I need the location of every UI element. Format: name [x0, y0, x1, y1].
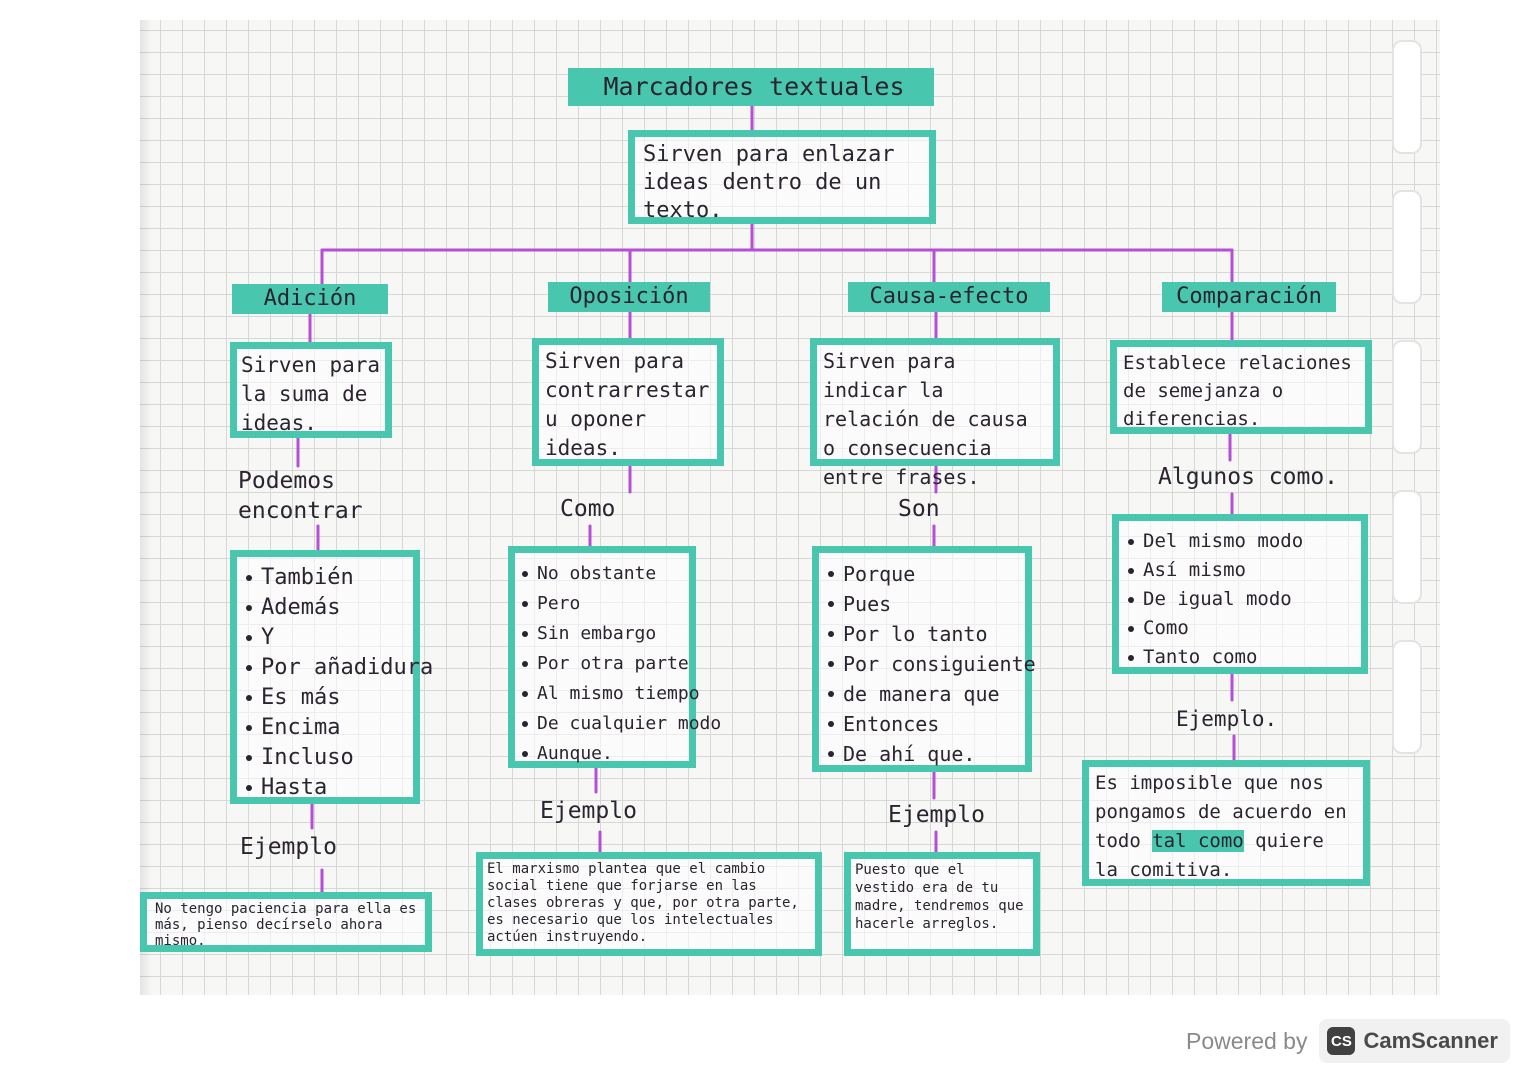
description-box-adicion: Sirven para la suma de ideas. [230, 342, 392, 438]
list-item: Por lo tanto [825, 619, 1019, 649]
connector-adicion: Podemos encontrar [238, 466, 388, 526]
connector-causa-efecto: Son [898, 494, 940, 524]
list-item: Encima [243, 713, 407, 743]
connector-oposicion: Como [560, 494, 615, 524]
scanner-watermark: Powered by CS CamScanner [1186, 1018, 1510, 1064]
description-text: Sirven para contrarrestar u oponer ideas… [545, 349, 710, 460]
list-item: Así mismo [1125, 556, 1355, 585]
binder-holes [1392, 40, 1422, 760]
list-item: Por consiguiente [825, 649, 1036, 679]
list-item: Pero [519, 589, 685, 619]
description-box-causa-efecto: Sirven para indicar la relación de causa… [810, 338, 1060, 489]
example-box-oposicion: El marxismo plantea que el cambio social… [476, 852, 822, 956]
example-text: El marxismo plantea que el cambio social… [487, 861, 799, 945]
example-box-adicion: No tengo paciencia para ella es más, pie… [140, 892, 432, 952]
description-box-comparacion: Establece relaciones de semejanza o dife… [1110, 340, 1372, 434]
connector-text: Son [898, 496, 940, 522]
binder-hole [1392, 40, 1422, 154]
list-item: Del mismo modo [1125, 527, 1355, 556]
list-item: Sin embargo [519, 619, 685, 649]
list-item: Pues [825, 589, 1019, 619]
powered-by-text: Powered by [1186, 1027, 1308, 1054]
connector-comparacion: Algunos como. [1158, 462, 1338, 492]
page-shadow [140, 20, 152, 995]
example-text: Es imposible que nos pongamos de acuerdo… [1095, 769, 1357, 885]
example-label-text: Ejemplo [540, 798, 637, 824]
list-item: Como [1125, 614, 1355, 643]
list-item: No obstante [519, 559, 685, 589]
list-item: De cualquier modo [519, 709, 721, 739]
list-item: También [243, 563, 407, 593]
connector-text: Podemos encontrar [238, 468, 363, 524]
list-item: Además [243, 593, 407, 623]
example-text-part: Es imposible que nos pongamos de acuerdo… [1095, 772, 1347, 852]
list-item: Porque [825, 559, 1019, 589]
example-label-text: Ejemplo. [1176, 707, 1278, 731]
example-label-text: Ejemplo [888, 802, 985, 828]
list-item: Al mismo tiempo [519, 679, 700, 709]
diagram-title: Marcadores textuales [568, 68, 934, 106]
connector-text: Algunos como. [1158, 464, 1339, 490]
list-item: Y [243, 623, 407, 653]
category-label-comparacion: Comparación [1162, 282, 1336, 312]
example-label-text: Ejemplo [240, 834, 337, 860]
list-item: De ahí que. [825, 739, 1019, 769]
binder-hole [1392, 190, 1422, 304]
category-name: Oposición [569, 284, 689, 309]
description-text: Sirven para indicar la relación de causa… [823, 349, 1028, 489]
example-label-adicion: Ejemplo [240, 832, 337, 862]
description-text: Establece relaciones de semejanza o dife… [1123, 352, 1352, 430]
list-item: Entonces [825, 709, 1019, 739]
example-box-causa-efecto: Puesto que el vestido era de tu madre, t… [844, 852, 1040, 956]
example-text-part: quiere la comitiva. [1095, 830, 1324, 881]
list-item: Es más [243, 683, 407, 713]
connector-text: Como [560, 496, 616, 522]
definition-box: Sirven para enlazar ideas dentro de un t… [628, 130, 936, 224]
category-label-causa-efecto: Causa-efecto [848, 282, 1050, 312]
list-item: Por otra parte [519, 649, 689, 679]
list-item: De igual modo [1125, 585, 1355, 614]
description-box-oposicion: Sirven para contrarrestar u oponer ideas… [532, 338, 724, 466]
example-label-comparacion: Ejemplo. [1176, 704, 1277, 734]
example-text: Puesto que el vestido era de tu madre, t… [855, 862, 1024, 932]
example-label-causa-efecto: Ejemplo [888, 800, 985, 830]
definition-text: Sirven para enlazar ideas dentro de un t… [643, 142, 895, 223]
list-item: de manera que [825, 679, 1019, 709]
category-label-oposicion: Oposición [548, 282, 710, 312]
binder-hole [1392, 490, 1422, 604]
binder-hole [1392, 340, 1422, 454]
category-name: Comparación [1176, 284, 1322, 309]
example-box-comparacion: Es imposible que nos pongamos de acuerdo… [1082, 760, 1370, 886]
list-item: Incluso [243, 743, 407, 773]
camscanner-logo-icon: CS [1327, 1027, 1356, 1055]
list-item: Aunque. [519, 739, 685, 769]
example-highlight: tal como [1152, 830, 1244, 852]
diagram-title-text: Marcadores textuales [603, 72, 905, 101]
camscanner-badge: CS CamScanner [1319, 1019, 1510, 1063]
description-text: Sirven para la suma de ideas. [241, 353, 381, 435]
list-item: Tanto como [1125, 643, 1355, 672]
list-item: Hasta [243, 773, 407, 803]
example-text: No tengo paciencia para ella es más, pie… [155, 901, 417, 949]
example-label-oposicion: Ejemplo [540, 796, 637, 826]
category-name: Adición [263, 286, 357, 311]
list-item: Por añadidura [243, 653, 433, 683]
category-name: Causa-efecto [869, 284, 1029, 309]
category-label-adicion: Adición [232, 284, 388, 314]
binder-hole [1392, 640, 1422, 754]
camscanner-brand: CamScanner [1363, 1028, 1498, 1053]
